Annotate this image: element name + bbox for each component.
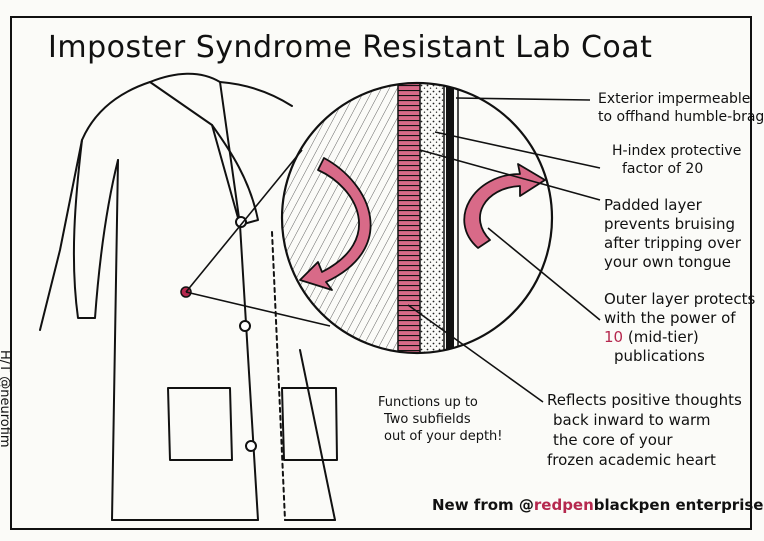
label-hindex-line: H-index protective	[612, 142, 741, 160]
label-subfields-line: Functions up to	[378, 394, 503, 411]
coat-left-sleeve	[74, 140, 118, 318]
label-outer-line: 10 (mid-tier)	[604, 328, 755, 347]
label-reflects: Reflects positive thoughts back inward t…	[547, 390, 742, 470]
label-outer-qualifier: (mid-tier)	[623, 328, 699, 346]
label-subfields: Functions up to Two subfields out of you…	[378, 394, 503, 445]
coat-placket	[272, 232, 285, 520]
label-outer-line: with the power of	[604, 309, 755, 328]
footer-brand-red: redpen	[534, 496, 594, 514]
leader-hindex	[435, 132, 600, 168]
coat-right-side	[300, 350, 335, 520]
label-padded: Padded layer prevents bruising after tri…	[604, 196, 741, 272]
coat-button	[246, 441, 256, 451]
coat-collar	[150, 74, 240, 225]
outer-black-layer	[446, 80, 454, 360]
coat-body-left	[112, 160, 118, 520]
padded-red-layer	[398, 80, 420, 360]
label-reflects-line: frozen academic heart	[547, 450, 742, 470]
page-title: Imposter Syndrome Resistant Lab Coat	[48, 30, 652, 66]
label-reflects-line: back inward to warm	[547, 410, 742, 430]
label-padded-line: your own tongue	[604, 253, 741, 272]
left-pocket	[168, 388, 232, 460]
coat-left-shoulder	[40, 82, 150, 330]
label-reflects-line: the core of your	[547, 430, 742, 450]
label-exterior-line: to offhand humble-brags	[598, 108, 764, 126]
label-padded-line: Padded layer	[604, 196, 741, 215]
label-outer-line: Outer layer protects	[604, 290, 755, 309]
footer-brand: New from @redpenblackpen enterprises	[432, 496, 764, 514]
label-reflects-line: Reflects positive thoughts	[547, 390, 742, 410]
label-subfields-line: out of your depth!	[378, 428, 503, 445]
coat-right-shoulder	[220, 82, 292, 106]
credit-text: H/T @neurofim	[0, 350, 12, 448]
label-exterior: Exterior impermeable to offhand humble-b…	[598, 90, 764, 126]
dotted-layer	[420, 80, 444, 360]
label-exterior-line: Exterior impermeable	[598, 90, 764, 108]
label-hindex: H-index protective factor of 20	[612, 142, 741, 178]
label-outer: Outer layer protects with the power of 1…	[604, 290, 755, 366]
label-padded-line: after tripping over	[604, 234, 741, 253]
label-hindex-line: factor of 20	[612, 160, 741, 178]
publication-count: 10	[604, 328, 623, 346]
footer-prefix: New from @	[432, 496, 534, 514]
label-outer-line: publications	[604, 347, 755, 366]
label-padded-line: prevents bruising	[604, 215, 741, 234]
coat-button	[240, 321, 250, 331]
coat-front-edge	[240, 225, 258, 520]
footer-brand-black: blackpen enterprises	[594, 496, 764, 514]
label-subfields-line: Two subfields	[378, 411, 503, 428]
leader-outer	[488, 228, 600, 320]
reflect-arrow-right	[464, 164, 545, 248]
leader-exterior	[456, 98, 590, 100]
